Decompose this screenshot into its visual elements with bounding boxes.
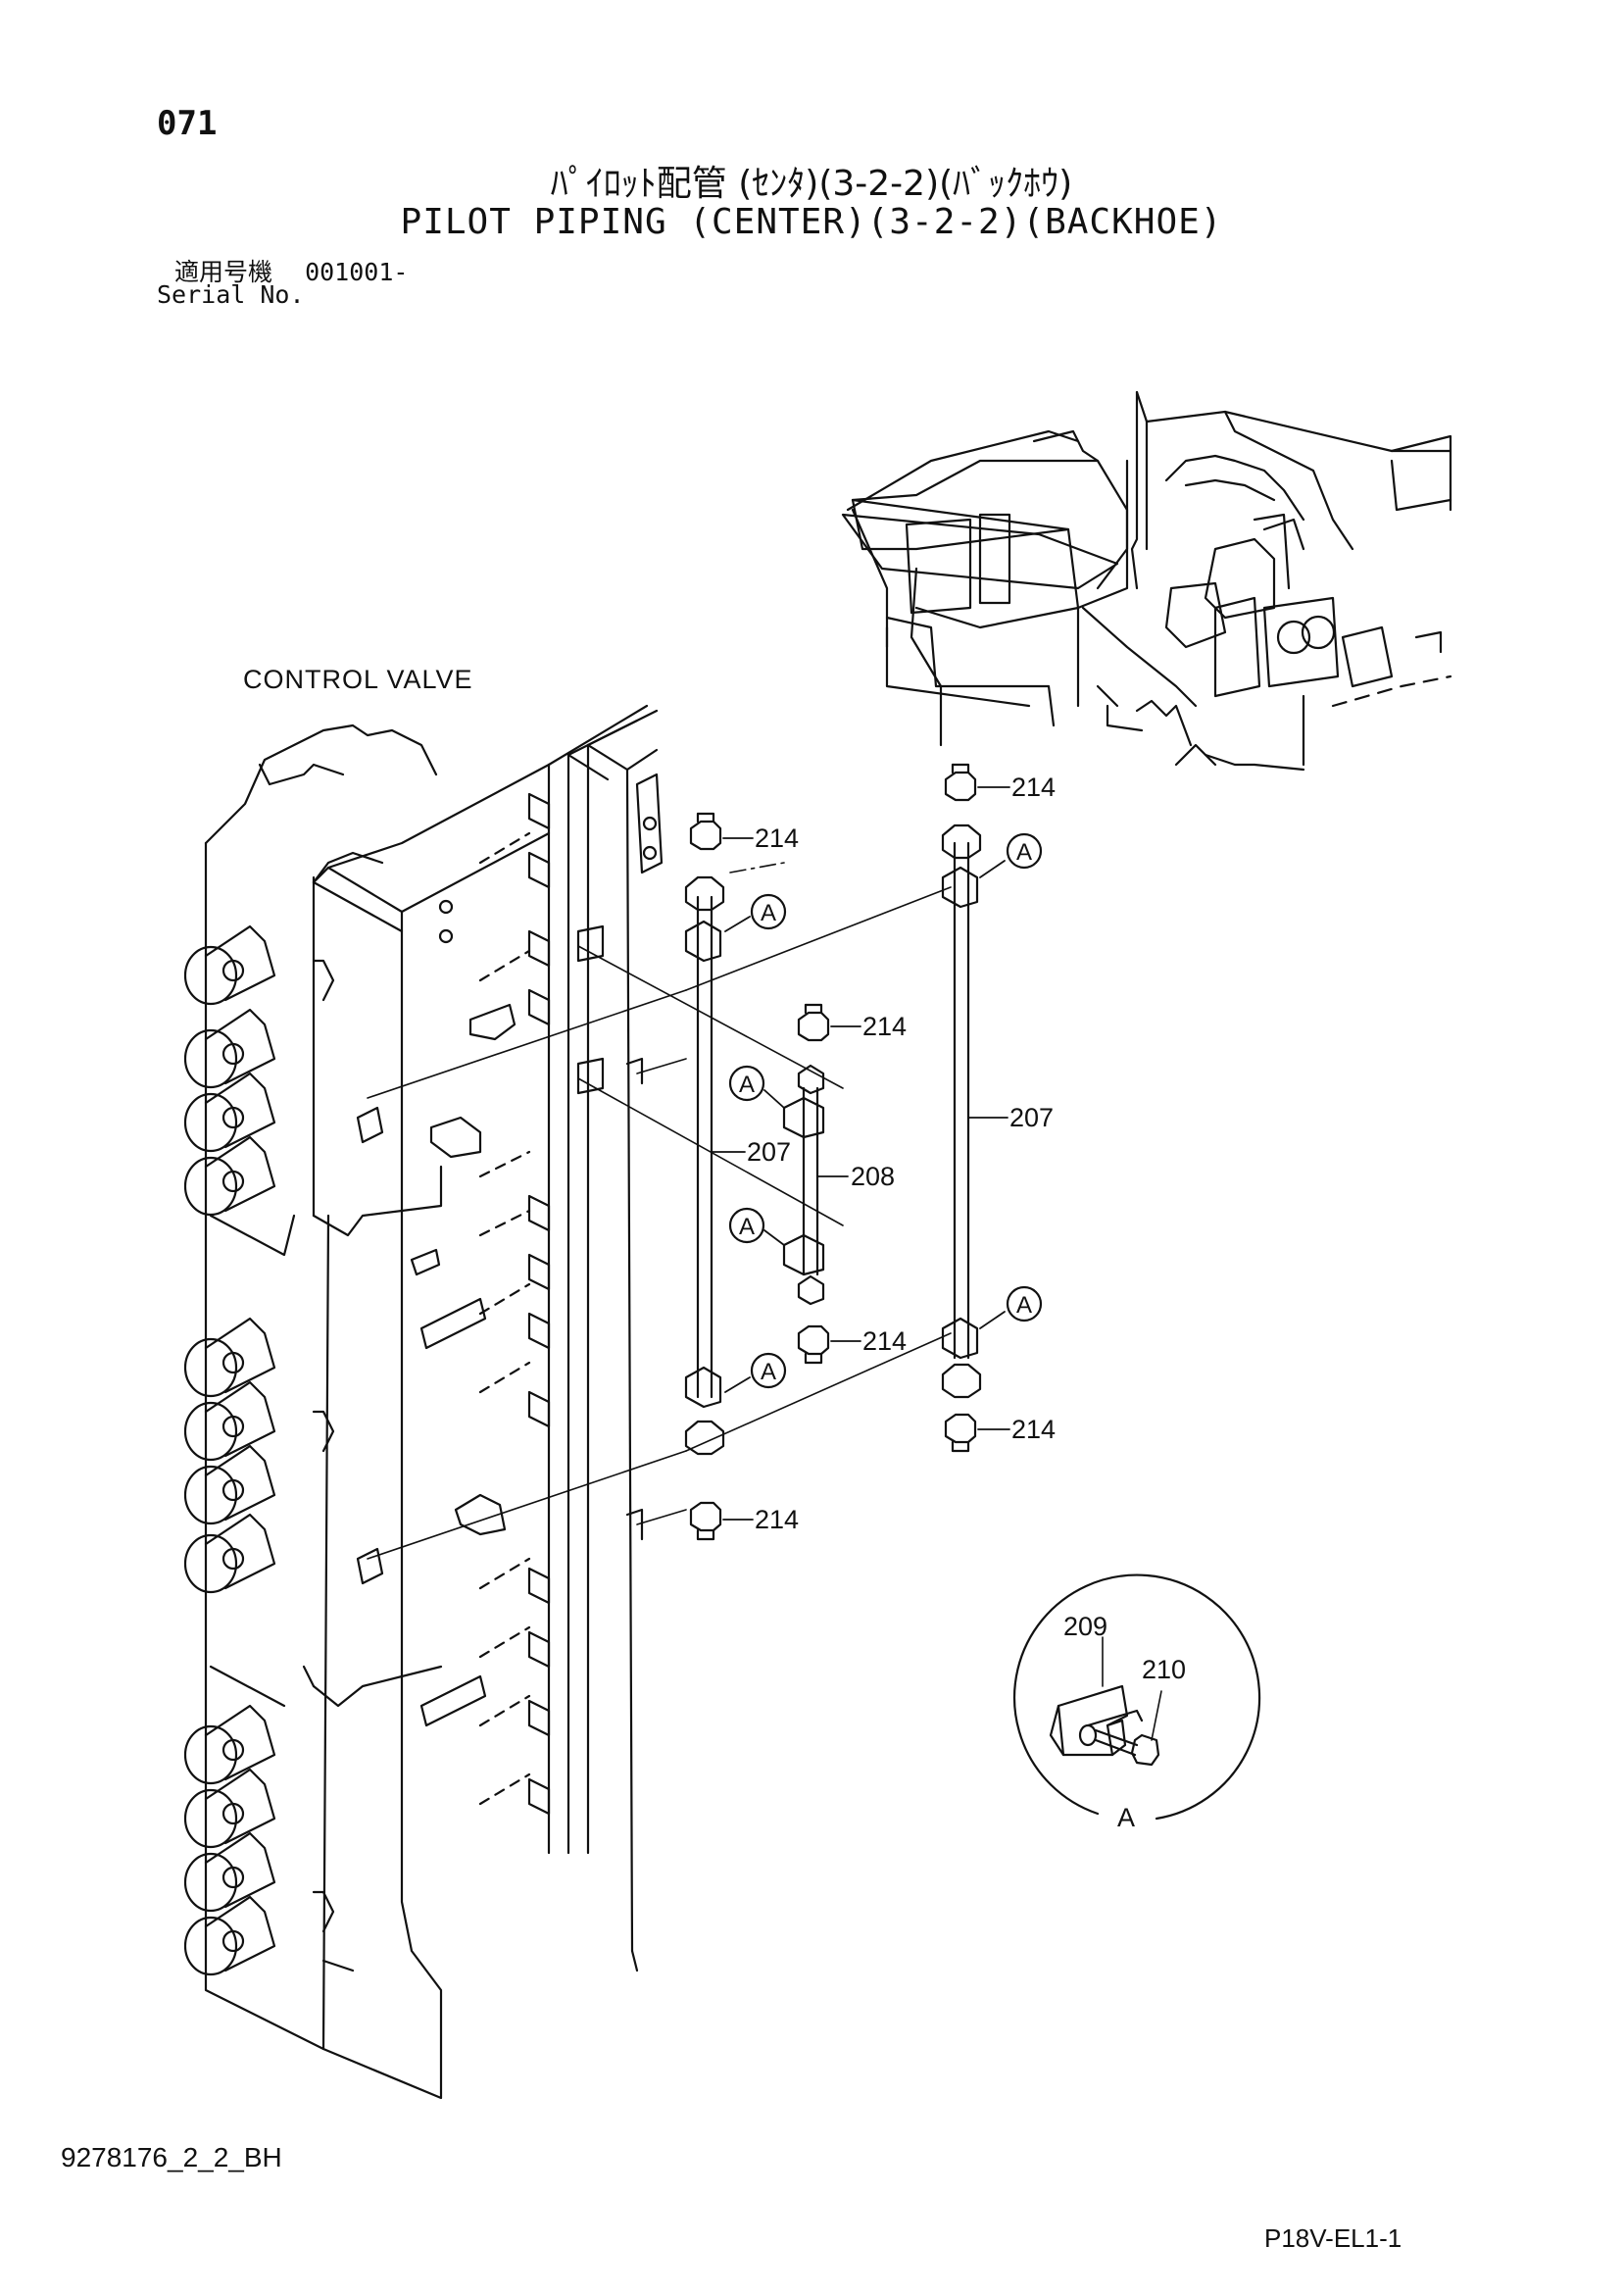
svg-text:A: A <box>1016 1292 1032 1319</box>
serial-label-japanese: 適用号機 <box>174 258 273 286</box>
callout-214: 214 <box>755 824 799 853</box>
callout-214: 214 <box>862 1326 907 1356</box>
svg-text:A: A <box>761 1359 776 1385</box>
callout-214: 214 <box>755 1505 799 1534</box>
spool-caps <box>183 924 276 1976</box>
control-valve-illustration <box>183 704 664 2100</box>
detail-view-label: A <box>1117 1803 1135 1832</box>
detail-view-a: 209 210 A <box>1012 1573 1261 1832</box>
leader-lines <box>711 786 1010 1521</box>
title-english: PILOT PIPING (CENTER)(3-2-2)(BACKHOE) <box>400 202 1223 242</box>
serial-value: 001001- <box>305 258 409 286</box>
svg-text:A: A <box>739 1214 755 1240</box>
page-number: 071 <box>157 104 218 143</box>
callout-214: 214 <box>862 1012 907 1041</box>
detail-marker-a: A <box>1006 1285 1043 1323</box>
detail-marker-a: A <box>750 1352 787 1389</box>
detail-marker-a: A <box>728 1207 765 1244</box>
control-valve-label: CONTROL VALVE <box>243 665 473 694</box>
part-callouts: 214 214 214 214 214 214 207 207 208 <box>747 773 1056 1534</box>
page-code: P18V-EL1-1 <box>1264 2223 1402 2253</box>
routing-lines <box>367 862 952 1560</box>
fittings-214 <box>689 763 977 1541</box>
serial-label-english: Serial No. <box>157 280 305 309</box>
detail-marker-a: A <box>728 1065 765 1102</box>
title-japanese: ﾊﾟｲﾛｯﾄ配管 (ｾﾝﾀ)(3-2-2)(ﾊﾞｯｸﾎｳ) <box>550 164 1073 204</box>
detail-marker-a: A <box>750 893 787 930</box>
callout-214: 214 <box>1011 1415 1056 1444</box>
callout-207: 207 <box>1009 1103 1054 1132</box>
svg-text:A: A <box>1016 839 1032 866</box>
callout-210: 210 <box>1142 1655 1186 1684</box>
callout-208: 208 <box>851 1162 895 1191</box>
svg-text:A: A <box>739 1072 755 1098</box>
machine-overview-illustration <box>841 390 1452 772</box>
serial-line-japanese: 適用号機 001001- <box>174 253 408 288</box>
pipe-207-left <box>684 875 725 1456</box>
document-code: 9278176_2_2_BH <box>61 2142 282 2172</box>
callout-207: 207 <box>747 1137 791 1167</box>
callout-214: 214 <box>1011 773 1056 802</box>
detail-markers: A A A A A A <box>728 832 1043 1389</box>
svg-text:A: A <box>761 900 776 926</box>
callout-209: 209 <box>1063 1612 1107 1641</box>
pipe-208 <box>782 1064 825 1306</box>
mounting-bolts <box>478 792 551 1816</box>
detail-marker-a: A <box>1006 832 1043 870</box>
pipe-207-right <box>941 824 982 1399</box>
